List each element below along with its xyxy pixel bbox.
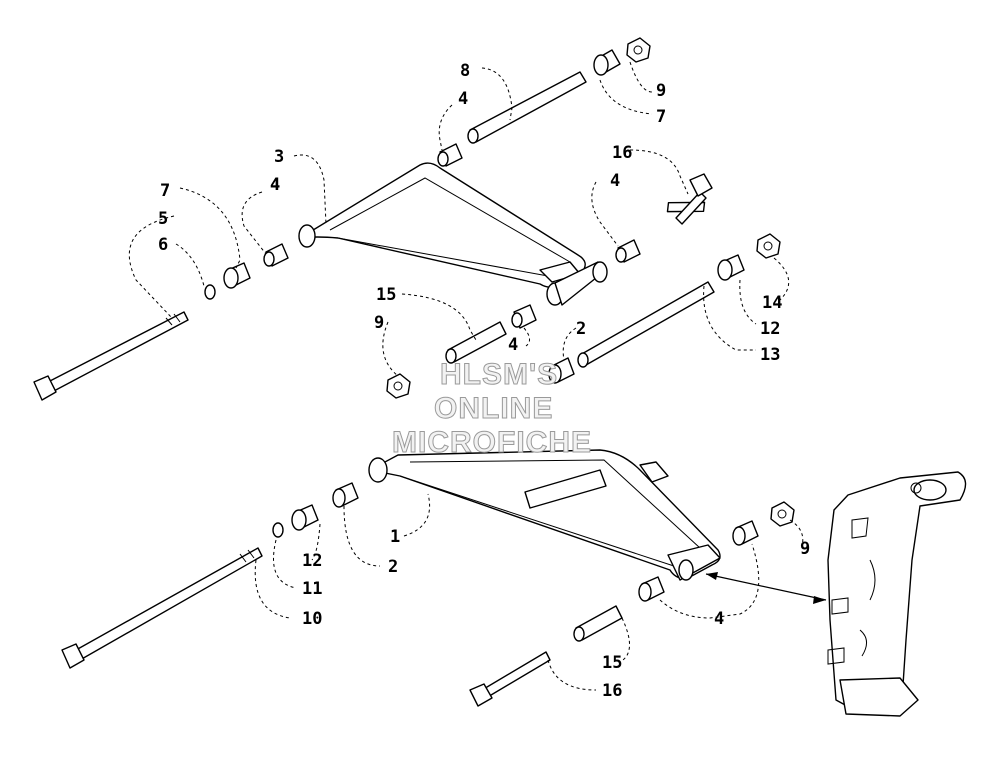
callout-9: 9 <box>374 313 384 333</box>
callout-5: 5 <box>158 209 168 229</box>
callout-15: 15 <box>376 285 396 305</box>
callout-6: 6 <box>158 235 168 255</box>
assembly-arrow <box>705 572 827 604</box>
lower-short-bolt <box>469 651 551 707</box>
callout-2: 2 <box>576 319 586 339</box>
callout-8: 8 <box>460 61 470 81</box>
upper-nut-rear <box>626 37 651 63</box>
callout-16: 16 <box>602 681 622 701</box>
callout-12: 12 <box>302 551 322 571</box>
callout-7: 7 <box>160 181 170 201</box>
callout-7: 7 <box>656 107 666 127</box>
callout-4: 4 <box>270 175 280 195</box>
callout-4: 4 <box>458 89 468 109</box>
lower-bushing-left <box>332 482 359 508</box>
upper-flanged-bushing-left <box>223 262 251 289</box>
upper-pivot-tube <box>467 71 587 144</box>
upper-bushing-front <box>437 143 463 167</box>
callout-13: 13 <box>760 345 780 365</box>
lower-bushing-right <box>732 520 759 546</box>
watermark-line-2: ONLINE <box>434 392 553 425</box>
upper-bushing-right <box>615 239 641 263</box>
watermark: HLSM'S ONLINE MICROFICHE <box>392 358 592 460</box>
leader-lines <box>128 61 804 691</box>
nut-mid <box>386 373 411 399</box>
spacer-tube-mid <box>445 321 507 364</box>
lower-nut-right <box>770 501 795 527</box>
callout-4: 4 <box>508 335 518 355</box>
lower-spacer-tube <box>573 605 623 642</box>
watermark-line-3: MICROFICHE <box>392 426 592 459</box>
upper-long-bolt <box>33 311 189 401</box>
lower-bushing-bottom <box>638 576 665 602</box>
lower-flanged-bushing-left <box>291 504 319 531</box>
nut-rear-mid <box>756 233 781 259</box>
watermark-line-1: HLSM'S <box>440 358 558 391</box>
lower-rear-pivot-tube <box>577 281 715 368</box>
lower-long-bolt <box>61 547 263 669</box>
lower-a-arm <box>368 449 721 581</box>
upper-a-arm <box>298 162 608 306</box>
callout-15: 15 <box>602 653 622 673</box>
callout-4: 4 <box>270 175 280 195</box>
callout-16: 16 <box>612 143 632 163</box>
callout-1: 1 <box>390 527 400 547</box>
callout-4: 4 <box>714 609 724 629</box>
callout-3: 3 <box>274 147 284 167</box>
callout-4: 4 <box>610 171 620 191</box>
callout-11: 11 <box>302 579 322 599</box>
bushing-mid-2 <box>548 357 575 384</box>
upper-bushing-left <box>263 243 289 267</box>
callout-2: 2 <box>388 557 398 577</box>
bushing-mid-4 <box>511 304 537 329</box>
lower-washer <box>272 522 284 538</box>
flanged-bushing-rear-mid <box>717 254 745 281</box>
upper-washer <box>204 284 216 300</box>
callout-9: 9 <box>656 81 666 101</box>
steering-knuckle <box>827 471 967 717</box>
upper-flanged-bushing-rear <box>593 49 621 76</box>
callout-14: 14 <box>762 293 782 313</box>
callout-9: 9 <box>800 539 810 559</box>
callout-labels: 8 4 9 7 3 4 16 4 7 4 5 6 14 12 15 9 4 2 … <box>158 61 810 701</box>
callout-12: 12 <box>760 319 780 339</box>
callout-10: 10 <box>302 609 322 629</box>
upper-short-bolt <box>666 173 713 225</box>
